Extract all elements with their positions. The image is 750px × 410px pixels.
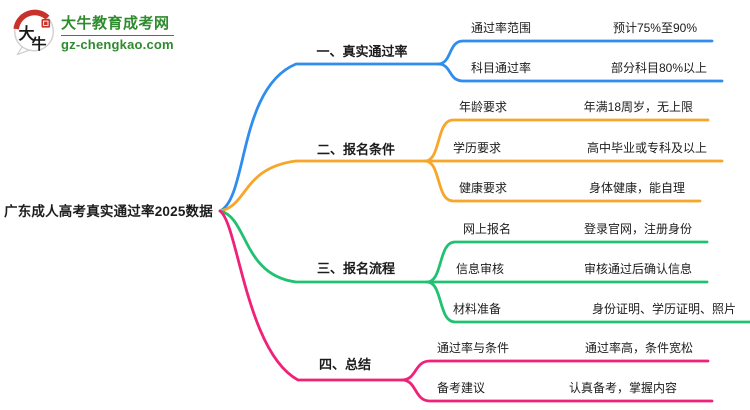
site-logo[interactable]: 大 牛 大牛教育成考网 gz-chengkao.com — [13, 9, 174, 55]
site-name: 大牛教育成考网 — [61, 15, 170, 32]
leaf-label: 学历要求 — [453, 141, 502, 155]
branch2-child1-line — [423, 118, 710, 163]
leaf-label: 科目通过率 — [471, 61, 532, 75]
leaf-value: 身份证明、学历证明、照片 — [591, 302, 736, 316]
leaf-row: 备考建议 认真备考，掌握内容 — [428, 378, 690, 399]
logo-divider — [61, 35, 174, 36]
logo-bubble-icon: 大 牛 — [13, 9, 54, 55]
leaf-value: 年满18周岁，无上限 — [583, 100, 693, 114]
red-arc — [13, 9, 50, 30]
branch-label-4: 四、总结 — [318, 357, 371, 372]
leaf-value: 登录官网，注册身份 — [583, 222, 692, 236]
central-topic: 广东成人高考真实通过率2025数据 — [4, 204, 213, 219]
leaf-row: 信息审核 审核通过后确认信息 — [447, 259, 705, 280]
leaf-label: 通过率范围 — [471, 21, 532, 35]
branch3-main-curve — [218, 209, 429, 284]
leaf-value: 高中毕业或专科及以上 — [586, 141, 707, 155]
branch2-child3-line — [423, 159, 702, 203]
leaf-value: 部分科目80%以上 — [610, 61, 707, 75]
branch1-main-curve — [218, 62, 440, 213]
leaf-label: 健康要求 — [459, 181, 508, 195]
branch4-child2-line — [400, 378, 714, 403]
leaf-row: 通过率与条件 通过率高，条件宽松 — [428, 338, 706, 359]
branch1-child2-line — [436, 62, 724, 83]
leaf-value: 通过率高，条件宽松 — [584, 341, 693, 355]
red-seal — [41, 19, 51, 28]
branch-label-3: 三、报名流程 — [316, 261, 395, 276]
leaf-label: 网上报名 — [463, 222, 512, 236]
leaf-value: 预计75%至90% — [612, 21, 697, 35]
branch-label-1: 一、真实通过率 — [316, 44, 408, 59]
bubble-tail — [16, 46, 30, 55]
leaf-row: 健康要求 身体健康，能自理 — [450, 178, 698, 199]
leaf-value: 审核通过后确认信息 — [583, 262, 692, 276]
logo-char-2: 牛 — [32, 35, 47, 53]
site-url[interactable]: gz-chengkao.com — [61, 37, 174, 52]
leaf-label: 年龄要求 — [459, 100, 508, 114]
leaf-row: 年龄要求 年满18周岁，无上限 — [450, 97, 706, 118]
leaf-row: 学历要求 高中毕业或专科及以上 — [444, 138, 720, 159]
leaf-value: 认真备考，掌握内容 — [568, 381, 677, 395]
leaf-value: 身体健康，能自理 — [588, 181, 685, 195]
branch2-main-curve — [218, 159, 427, 213]
leaf-label: 通过率与条件 — [437, 341, 510, 355]
branch-label-2: 二、报名条件 — [316, 142, 395, 157]
leaf-label: 信息审核 — [456, 262, 505, 276]
leaf-row: 网上报名 登录官网，注册身份 — [454, 219, 705, 240]
leaf-row: 材料准备 身份证明、学历证明、照片 — [444, 299, 749, 320]
leaf-label: 备考建议 — [437, 381, 486, 395]
leaf-label: 材料准备 — [453, 302, 502, 316]
leaf-row: 通过率范围 预计75%至90% — [462, 18, 710, 39]
logo-char-1: 大 — [19, 24, 35, 43]
leaf-row: 科目通过率 部分科目80%以上 — [462, 58, 720, 79]
branch4-main-curve — [218, 209, 404, 382]
branch3-child3-line — [425, 280, 750, 324]
